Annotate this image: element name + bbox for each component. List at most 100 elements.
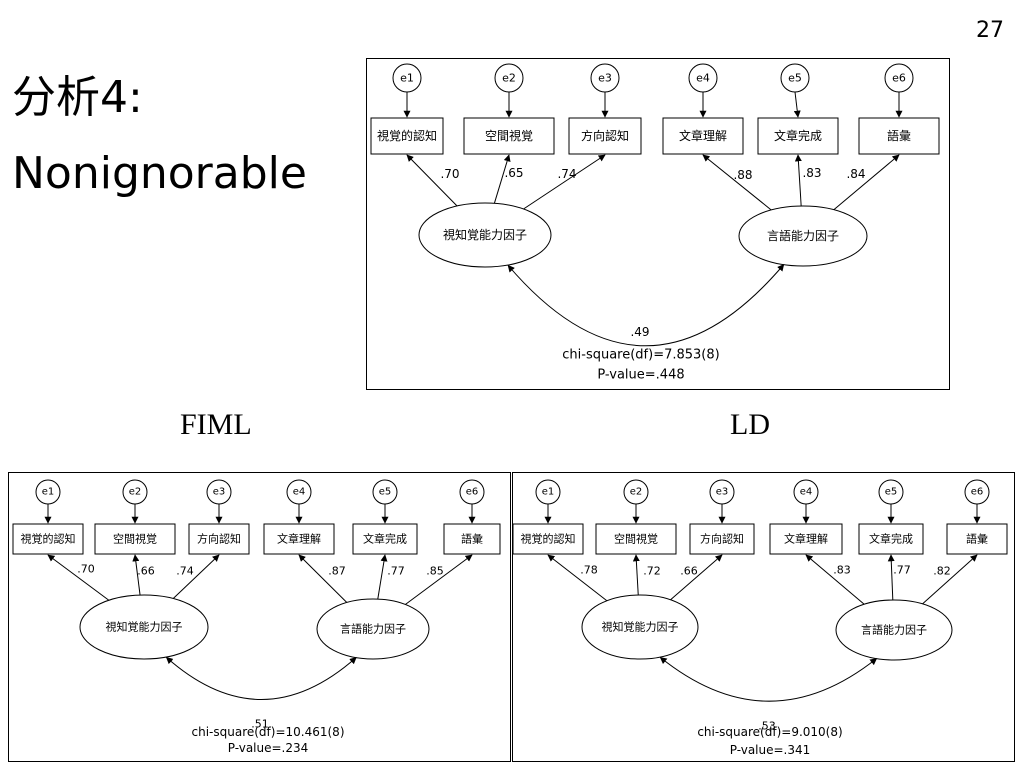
- indicator-label: 語彙: [966, 532, 988, 546]
- loading-arrow: [523, 154, 606, 210]
- loading-value: .84: [846, 167, 865, 181]
- loading-value: .74: [176, 565, 194, 578]
- indicator-label: 視覚的認知: [521, 532, 576, 546]
- correlation-arrow: [165, 656, 357, 700]
- error-label: e4: [696, 72, 710, 85]
- loading-value: .88: [733, 168, 752, 182]
- indicator-box: [352, 523, 418, 555]
- loading-value: .72: [643, 565, 661, 578]
- correlation-arrow: [507, 263, 785, 347]
- indicator-label: 文章理解: [679, 128, 727, 143]
- indicator-box: [463, 117, 555, 155]
- error-label: e6: [971, 487, 984, 498]
- indicator-box: [662, 117, 744, 155]
- p-value-text: P-value=.234: [228, 741, 309, 755]
- fiml-label: FIML: [180, 408, 252, 441]
- indicator-box: [689, 523, 755, 555]
- loading-arrow: [406, 154, 458, 207]
- ld-label: LD: [730, 408, 770, 441]
- loading-value: .77: [387, 565, 405, 578]
- error-label: e4: [293, 487, 306, 498]
- loading-arrow: [493, 154, 511, 204]
- error-label: e3: [716, 487, 729, 498]
- error-label: e3: [213, 487, 226, 498]
- loading-arrow: [794, 154, 802, 207]
- indicator-box: [757, 117, 839, 155]
- correlation-value: .49: [630, 325, 649, 339]
- error-label: e6: [466, 487, 479, 498]
- factor-label: 視知覚能力因子: [602, 620, 679, 634]
- loading-arrow: [702, 154, 772, 211]
- loading-value: .77: [893, 564, 911, 577]
- indicator-box: [595, 523, 677, 555]
- factor-ellipse: [418, 202, 552, 268]
- loading-value: .66: [680, 565, 698, 578]
- factor-ellipse: [79, 594, 209, 660]
- loading-arrow: [172, 554, 220, 599]
- loading-arrow: [405, 554, 473, 605]
- chi-square-text: chi-square(df)=10.461(8): [192, 725, 345, 739]
- indicator-box: [858, 523, 924, 555]
- chi-square-text: chi-square(df)=7.853(8): [562, 348, 719, 363]
- error-label: e5: [885, 487, 898, 498]
- diagram-canvas: e1視覚的認知.70e2空間視覚.65e3方向認知.74e4文章理解.88e5文…: [366, 58, 950, 390]
- indicator-label: 方向認知: [581, 128, 629, 143]
- title-line-1: 分析4:: [12, 72, 143, 123]
- loading-arrow: [547, 554, 608, 602]
- indicator-label: 方向認知: [197, 532, 241, 546]
- slide-number: 27: [976, 18, 1004, 43]
- error-label: e2: [630, 487, 643, 498]
- chi-square-text: chi-square(df)=9.010(8): [697, 725, 842, 739]
- error-label: e5: [379, 487, 392, 498]
- loading-value: .70: [440, 167, 459, 181]
- factor-ellipse: [738, 205, 868, 267]
- error-arrow: [793, 91, 801, 118]
- indicator-box: [443, 523, 501, 555]
- indicator-label: 文章理解: [784, 532, 828, 546]
- title-line-2: Nonignorable: [12, 148, 307, 199]
- loading-value: .74: [557, 167, 576, 181]
- loading-value: .78: [580, 564, 598, 577]
- loading-value: .87: [328, 565, 346, 578]
- indicator-label: 文章完成: [774, 128, 822, 143]
- loading-value: .85: [426, 565, 444, 578]
- slide-title: 分析4: Nonignorable: [12, 60, 307, 212]
- factor-ellipse: [835, 599, 953, 661]
- diagram-canvas: e1視覚的認知.78e2空間視覚.72e3方向認知.66e4文章理解.83e5文…: [512, 472, 1015, 762]
- loading-arrow: [922, 554, 978, 605]
- indicator-box: [263, 523, 335, 555]
- factor-ellipse: [581, 594, 699, 660]
- loading-arrow: [833, 154, 900, 211]
- loading-arrow: [805, 554, 865, 605]
- factor-label: 言語能力因子: [340, 622, 406, 636]
- loading-value: .83: [802, 166, 821, 180]
- correlation-value: .53: [758, 720, 776, 733]
- indicator-label: 語彙: [461, 532, 483, 546]
- indicator-label: 空間視覚: [614, 532, 658, 546]
- loading-arrow: [377, 554, 388, 600]
- factor-label: 言語能力因子: [861, 623, 927, 637]
- loading-value: .70: [77, 563, 95, 576]
- indicator-label: 視覚的認知: [21, 532, 76, 546]
- indicator-label: 空間視覚: [485, 128, 533, 143]
- indicator-box: [94, 523, 176, 555]
- error-label: e1: [42, 487, 55, 498]
- indicator-label: 文章理解: [277, 532, 321, 546]
- loading-arrow: [298, 554, 348, 603]
- indicator-label: 視覚的認知: [377, 128, 437, 143]
- indicator-box: [568, 117, 642, 155]
- factor-label: 視知覚能力因子: [106, 620, 183, 634]
- error-label: e3: [598, 72, 612, 85]
- loading-arrow: [632, 554, 640, 596]
- indicator-box: [858, 117, 940, 155]
- loading-arrow: [47, 554, 110, 601]
- error-label: e1: [542, 487, 555, 498]
- indicator-label: 語彙: [887, 128, 911, 143]
- indicator-box: [512, 523, 584, 555]
- loading-value: .65: [504, 166, 523, 180]
- p-value-text: P-value=.341: [730, 743, 811, 757]
- indicator-label: 方向認知: [700, 532, 744, 546]
- loading-value: .82: [933, 565, 951, 578]
